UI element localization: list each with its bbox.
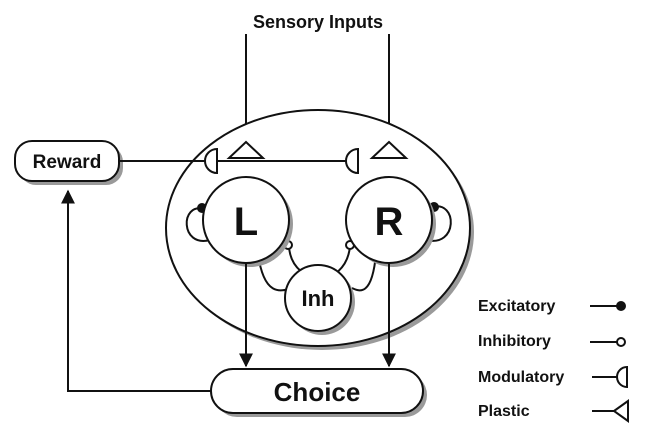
legend-modulatory-icon — [616, 365, 628, 389]
legend-inhibitory-icon — [616, 337, 626, 347]
right-self-excitation-loop — [425, 205, 452, 242]
sensory-inputs-label: Sensory Inputs — [253, 12, 383, 32]
legend: Excitatory Inhibitory Modulatory Plastic — [478, 298, 629, 423]
right-to-inh-connection — [351, 253, 377, 292]
legend-modulatory-label: Modulatory — [478, 369, 564, 386]
legend-plastic-label: Plastic — [478, 403, 530, 420]
circuit-boundary-ellipse — [165, 109, 471, 347]
legend-plastic-icon — [612, 399, 629, 423]
legend-inhibitory-label: Inhibitory — [478, 333, 551, 350]
reward-label: Reward — [33, 152, 102, 173]
legend-excitatory-icon — [616, 301, 626, 311]
plastic-synapse-right — [369, 140, 409, 159]
choice-label: Choice — [274, 377, 361, 407]
inhibitory-neuron-node — [284, 264, 352, 332]
inhibitory-neuron-label: Inh — [302, 286, 335, 311]
modulatory-synapse-left — [204, 147, 218, 175]
legend-excitatory-label: Excitatory — [478, 298, 555, 315]
choice-to-reward-feedback-arrow — [61, 189, 211, 392]
modulatory-synapse-right — [345, 147, 359, 175]
left-neuron-label: L — [234, 200, 258, 244]
plastic-synapse-left — [226, 140, 266, 159]
right-neuron-label: R — [375, 200, 404, 244]
